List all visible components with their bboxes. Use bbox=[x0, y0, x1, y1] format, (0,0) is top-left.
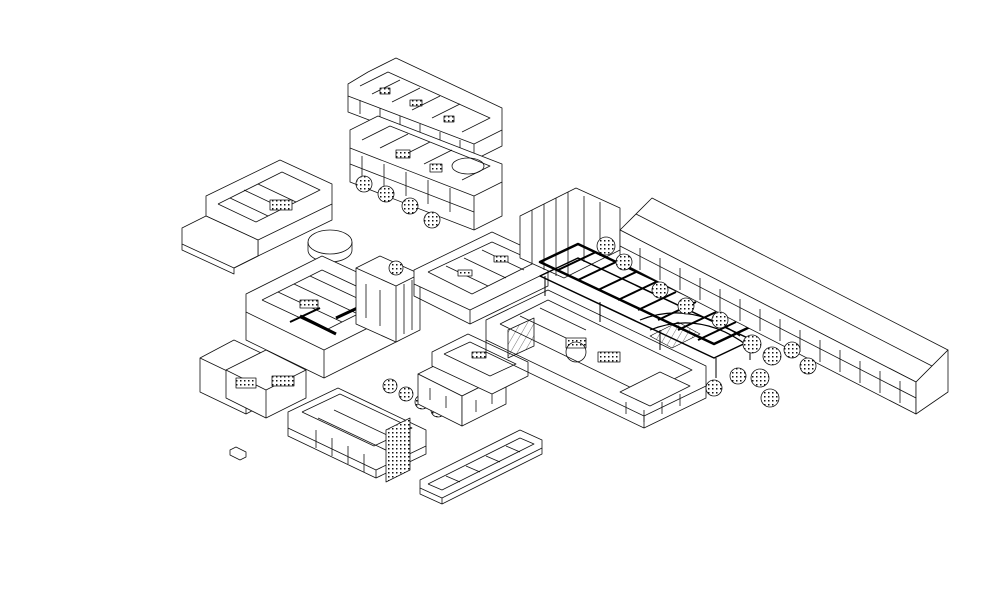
tree-cluster-icon bbox=[382, 378, 398, 394]
tree-cluster-icon bbox=[398, 386, 414, 402]
tree-cluster-icon bbox=[799, 357, 817, 375]
tree-cluster-icon bbox=[711, 311, 729, 329]
tree-cluster-icon bbox=[423, 211, 441, 229]
tree-cluster-icon bbox=[742, 334, 762, 354]
tree-cluster-icon bbox=[355, 175, 373, 193]
tree-cluster-icon bbox=[615, 253, 633, 271]
middle-cut-building bbox=[413, 231, 549, 325]
upper-left-building bbox=[181, 159, 333, 275]
tree-cluster-icon bbox=[762, 346, 782, 366]
tree-cluster-icon bbox=[651, 281, 669, 299]
tower-ground-trees bbox=[355, 175, 441, 229]
small-detached-box bbox=[229, 446, 247, 461]
long-gabled-building bbox=[619, 197, 949, 415]
tree-cluster-icon bbox=[750, 368, 770, 388]
tree-cluster-icon bbox=[377, 185, 395, 203]
tree-cluster-icon bbox=[388, 260, 404, 276]
tree-cluster-icon bbox=[760, 388, 780, 408]
left-annex bbox=[199, 339, 307, 419]
tree-cluster-icon bbox=[783, 341, 801, 359]
round-courtyard bbox=[307, 229, 353, 263]
vertical-fins-frame bbox=[519, 187, 621, 279]
tower-block-lower-floor bbox=[349, 115, 503, 231]
tree-cluster-icon bbox=[677, 297, 695, 315]
tower-block-upper-floor bbox=[347, 57, 503, 161]
cut-section-block-center bbox=[431, 333, 529, 395]
lower-left-building bbox=[287, 387, 427, 483]
tree-cluster-icon bbox=[705, 379, 723, 397]
canopy-tree-row bbox=[596, 236, 817, 408]
tree-cluster-icon bbox=[401, 197, 419, 215]
central-corner-tower bbox=[355, 255, 421, 343]
tree-cluster-icon bbox=[596, 236, 616, 256]
center-right-building bbox=[485, 289, 707, 429]
tree-cluster-icon bbox=[729, 367, 747, 385]
lower-long-slab bbox=[419, 429, 543, 505]
